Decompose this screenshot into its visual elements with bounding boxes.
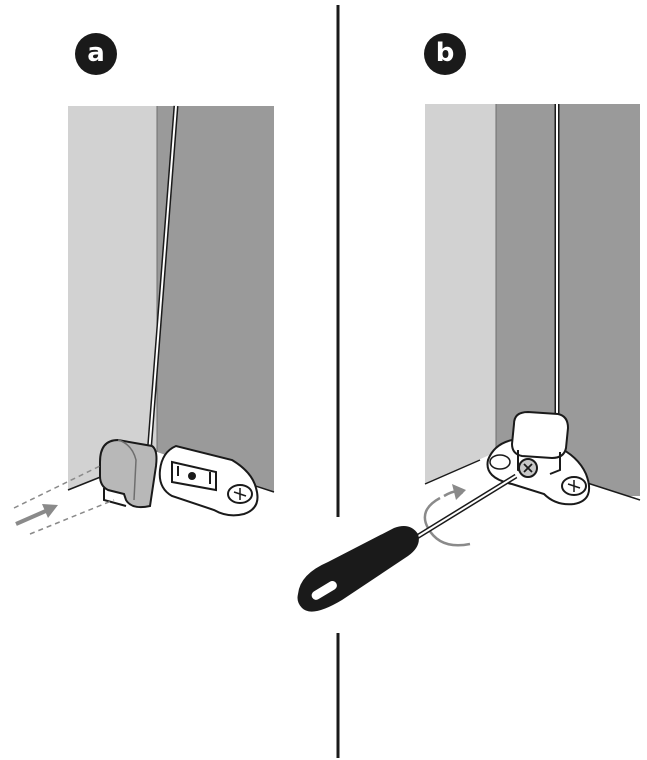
push-arrow-icon	[16, 504, 58, 524]
wall-left-face	[425, 104, 497, 496]
panel-a	[14, 106, 274, 534]
wall-left-face	[68, 106, 158, 496]
step-label-b: b	[436, 40, 455, 66]
step-badge-a: a	[75, 33, 117, 75]
step-label-a: a	[87, 40, 105, 66]
step-badge-b: b	[424, 33, 466, 75]
wall-right-face	[157, 106, 274, 496]
screw-icon	[519, 459, 537, 477]
panel-b	[298, 104, 641, 612]
screwdriver-icon	[298, 476, 517, 612]
